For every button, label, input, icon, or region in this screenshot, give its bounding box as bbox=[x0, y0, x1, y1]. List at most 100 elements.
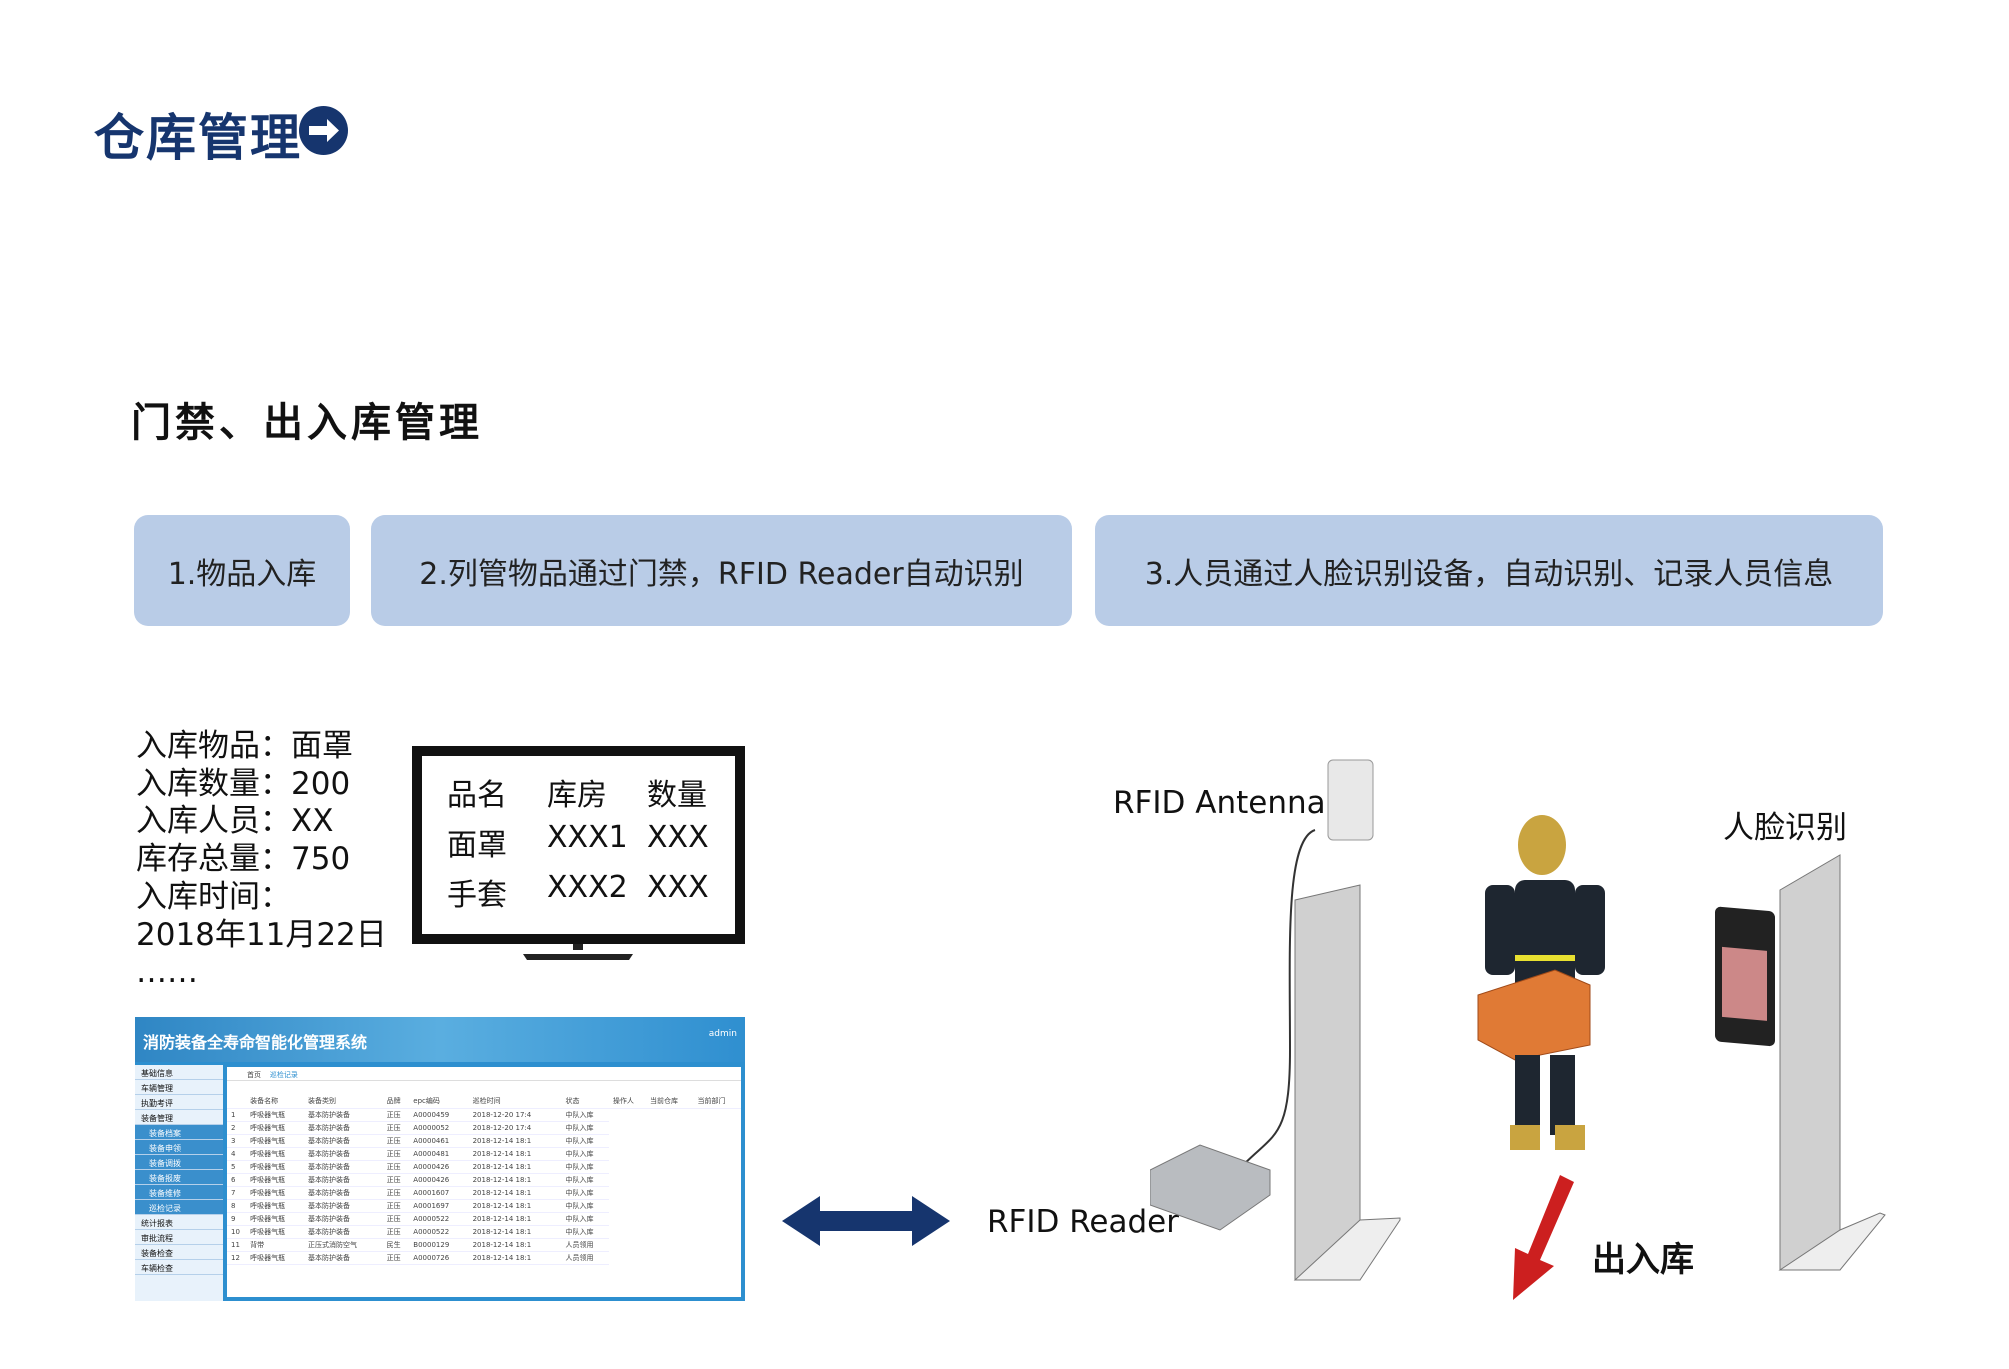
app-table-cell: 8 bbox=[227, 1199, 247, 1213]
app-table-cell: 7 bbox=[227, 1186, 247, 1200]
app-table-cell: 正压 bbox=[382, 1160, 410, 1174]
app-table-cell: 基本防护装备 bbox=[304, 1199, 383, 1213]
app-column-header: 巡检时间 bbox=[468, 1095, 562, 1109]
tv-header: 数量 bbox=[647, 778, 707, 813]
app-column-header: epc编码 bbox=[409, 1095, 469, 1109]
app-table-cell: 2018-12-14 18:1 bbox=[468, 1225, 562, 1239]
tv-cell: XXX bbox=[647, 870, 709, 905]
app-table-cell: 民生 bbox=[382, 1238, 410, 1252]
app-sidebar-item: 装备检查 bbox=[135, 1245, 223, 1260]
app-table-cell: 9 bbox=[227, 1212, 247, 1226]
app-tab: 首页 bbox=[247, 1071, 261, 1079]
page-title: 仓库管理 bbox=[94, 109, 302, 167]
app-table-cell: 2018-12-14 18:1 bbox=[468, 1173, 562, 1187]
rfid-gate-left bbox=[1150, 759, 1401, 1281]
app-sidebar-item: 车辆管理 bbox=[135, 1080, 223, 1095]
tv-stand bbox=[523, 944, 633, 960]
software-screenshot: 消防装备全寿命智能化管理系统 admin 基础信息车辆管理执勤考评装备管理装备档… bbox=[135, 1017, 745, 1301]
app-tab: 巡检记录 bbox=[269, 1071, 298, 1079]
app-table-cell: 呼吸器气瓶 bbox=[246, 1225, 304, 1239]
app-sidebar-item: 装备调拨 bbox=[135, 1155, 223, 1170]
tv-cell: 手套 bbox=[447, 878, 507, 913]
app-column-header: 品牌 bbox=[382, 1095, 410, 1109]
section-subtitle: 门禁、出入库管理 bbox=[131, 400, 483, 446]
app-sidebar-item: 基础信息 bbox=[135, 1065, 223, 1080]
step-1: 1.物品入库 bbox=[134, 515, 350, 626]
app-table-cell: 2018-12-14 18:1 bbox=[468, 1134, 562, 1148]
app-table-cell: 中队入库 bbox=[561, 1160, 609, 1174]
info-line: 库存总量：750 bbox=[136, 841, 351, 878]
app-sidebar-item: 装备档案 bbox=[135, 1125, 223, 1140]
app-table-cell: A0000481 bbox=[409, 1147, 469, 1161]
app-sidebar-item: 装备申领 bbox=[135, 1140, 223, 1155]
rfid-reader-icon bbox=[1150, 1144, 1271, 1231]
app-table-cell: 呼吸器气瓶 bbox=[246, 1147, 304, 1161]
app-table-cell: 3 bbox=[227, 1134, 247, 1148]
app-table-cell: A0000726 bbox=[409, 1251, 469, 1265]
app-table-cell: 2018-12-14 18:1 bbox=[468, 1160, 562, 1174]
app-header: 消防装备全寿命智能化管理系统 admin bbox=[135, 1017, 745, 1062]
app-table-cell: 呼吸器气瓶 bbox=[246, 1212, 304, 1226]
app-table-cell: 12 bbox=[227, 1251, 247, 1265]
app-table-cell: 11 bbox=[227, 1238, 247, 1252]
tv-cell: XXX bbox=[647, 820, 709, 855]
app-table-cell: 呼吸器气瓶 bbox=[246, 1199, 304, 1213]
inout-label: 出入库 bbox=[1592, 1240, 1694, 1280]
app-table-cell: 4 bbox=[227, 1147, 247, 1161]
app-table-cell: 中队入库 bbox=[561, 1108, 609, 1122]
app-table-cell: 中队入库 bbox=[561, 1147, 609, 1161]
app-table-cell: 中队入库 bbox=[561, 1199, 609, 1213]
app-table-cell: A0000522 bbox=[409, 1212, 469, 1226]
info-line: …… bbox=[136, 954, 198, 991]
app-table-cell: 中队入库 bbox=[561, 1173, 609, 1187]
app-table-cell: 2018-12-14 18:1 bbox=[468, 1186, 562, 1200]
inbound-info: 入库物品：面罩 入库数量：200 入库人员：XX 库存总量：750 入库时间： … bbox=[136, 728, 387, 992]
app-table-cell: 基本防护装备 bbox=[304, 1160, 383, 1174]
app-table-cell: 基本防护装备 bbox=[304, 1173, 383, 1187]
app-table-cell: 基本防护装备 bbox=[304, 1186, 383, 1200]
app-table-cell: 2018-12-14 18:1 bbox=[468, 1238, 562, 1252]
app-table-cell: 5 bbox=[227, 1160, 247, 1174]
app-table-cell: 1 bbox=[227, 1108, 247, 1122]
app-table-cell: 人员领用 bbox=[561, 1251, 609, 1265]
app-column-header: 装备名称 bbox=[246, 1095, 304, 1109]
app-sidebar-item: 车辆检查 bbox=[135, 1260, 223, 1275]
app-table-cell: 背带 bbox=[246, 1238, 304, 1252]
firefighter-icon bbox=[1477, 815, 1605, 1150]
app-table-cell: 2 bbox=[227, 1121, 247, 1135]
app-table-cell: 基本防护装备 bbox=[304, 1134, 383, 1148]
app-table-cell: A0000522 bbox=[409, 1225, 469, 1239]
app-table-cell: 正压 bbox=[382, 1134, 410, 1148]
app-table-cell: A0000459 bbox=[409, 1108, 469, 1122]
app-user: admin bbox=[708, 1029, 737, 1039]
face-recognition-label: 人脸识别 bbox=[1723, 810, 1847, 846]
app-table-cell: 基本防护装备 bbox=[304, 1147, 383, 1161]
app-sidebar-item: 统计报表 bbox=[135, 1215, 223, 1230]
app-table-cell: 正压 bbox=[382, 1108, 410, 1122]
app-table-cell: A0000426 bbox=[409, 1160, 469, 1174]
app-table-cell: 中队入库 bbox=[561, 1134, 609, 1148]
app-table-cell: 2018-12-20 17:4 bbox=[468, 1121, 562, 1135]
app-table-cell: 基本防护装备 bbox=[304, 1251, 383, 1265]
app-table-cell: 正压 bbox=[382, 1199, 410, 1213]
app-table-cell: 2018-12-14 18:1 bbox=[468, 1199, 562, 1213]
app-column-header: 状态 bbox=[561, 1095, 609, 1109]
app-table-cell: 中队入库 bbox=[561, 1186, 609, 1200]
rfid-antenna-icon bbox=[1327, 759, 1374, 841]
app-table-cell: 正压 bbox=[382, 1225, 410, 1239]
app-sidebar-item: 执勤考评 bbox=[135, 1095, 223, 1110]
app-table-cell: 中队入库 bbox=[561, 1212, 609, 1226]
app-table-cell: 10 bbox=[227, 1225, 247, 1239]
app-table-cell: 中队入库 bbox=[561, 1225, 609, 1239]
app-sidebar-item: 巡检记录 bbox=[135, 1200, 223, 1215]
app-sidebar-item: 审批流程 bbox=[135, 1230, 223, 1245]
